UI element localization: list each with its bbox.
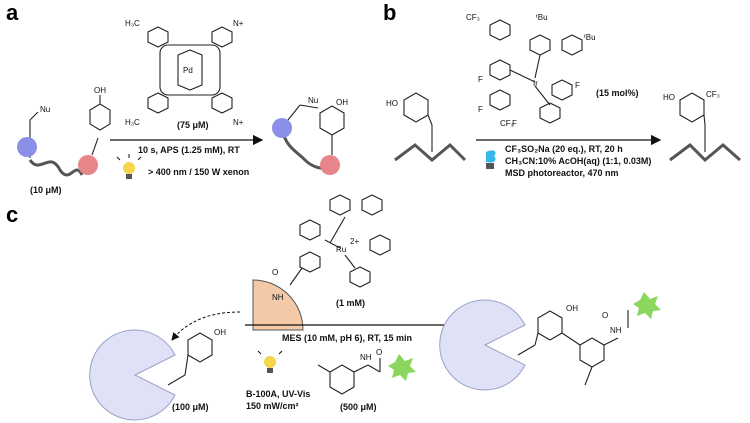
panel-label-c: c	[6, 202, 18, 227]
ru-charge-label: 2+	[350, 237, 359, 246]
o-label-product: O	[602, 311, 608, 320]
ru-atom-label: Ru	[336, 245, 346, 254]
nu-label-a-product: Nu	[308, 96, 318, 105]
ir-photocatalyst: Ir CF₃ ᵗBu ᵗBu F F F F CF₃	[466, 13, 596, 128]
o-label-reagent: O	[376, 348, 382, 357]
pd-atom-label: Pd	[183, 66, 193, 75]
light-source-line2: 150 mW/cm²	[246, 401, 299, 411]
oh-label-c: OH	[214, 328, 226, 337]
macrocycle-product-a: Nu OH	[272, 96, 348, 175]
panel-label-b: b	[383, 0, 396, 25]
conditions-c: MES (10 mM, pH 6), RT, 15 min	[282, 333, 412, 343]
ru-photocatalyst-conjugate: Ru 2+ NH O	[252, 194, 391, 331]
catalyst-amount-c: (1 mM)	[336, 298, 365, 308]
tbu-label-1: ᵗBu	[536, 13, 548, 22]
methyl-label-tl: H₃C	[125, 19, 140, 28]
red-bead	[78, 155, 98, 175]
oh-label-c-product: OH	[566, 304, 578, 313]
ir-atom-label: Ir	[533, 79, 538, 88]
nh-label-product: NH	[610, 326, 622, 335]
fluorine-label-2: F	[478, 105, 483, 114]
fluorine-label-1: F	[478, 75, 483, 84]
fluorine-label-4: F	[575, 81, 580, 90]
o-label-catalyst: O	[272, 268, 278, 277]
peptide-substrate-a: Nu OH	[17, 86, 111, 177]
reagent-amount: (500 μM)	[340, 402, 377, 412]
labeled-protein-product: OH NH O	[439, 292, 661, 391]
peptide-substrate-b: HO	[386, 92, 467, 162]
ho-label-b: HO	[386, 99, 398, 108]
nh-label-catalyst: NH	[272, 293, 284, 302]
catalyst-amount-a: (75 μM)	[177, 120, 209, 130]
peptide-product-b: HO CF₃	[663, 90, 741, 163]
blue-bead	[17, 137, 37, 157]
nh-label-reagent: NH	[360, 353, 372, 362]
fluorine-label-3: F	[512, 119, 517, 128]
oh-label-a: OH	[94, 86, 106, 95]
blue-lamp-icon	[486, 150, 496, 169]
methyl-label-bl: H₃C	[125, 118, 140, 127]
conditions-a-line2: > 400 nm / 150 W xenon	[148, 167, 249, 177]
cf3-label-product: CF₃	[706, 90, 720, 99]
protein-pacman-left: OH	[89, 328, 226, 421]
oh-label-a-product: OH	[336, 98, 348, 107]
binding-dashed-arrow	[171, 311, 241, 341]
cf3-label-bottom: CF₃	[500, 119, 514, 128]
cf3-label-top: CF₃	[466, 13, 480, 22]
substrate-amount-a: (10 μM)	[30, 185, 62, 195]
conditions-b-line2: CH₃CN:10% AcOH(aq) (1:1, 0.03M)	[505, 156, 651, 166]
ho-label-b-product: HO	[663, 93, 675, 102]
conditions-a-line1: 10 s, APS (1.25 mM), RT	[138, 145, 240, 155]
conditions-b-line1: CF₃SO₂Na (20 eq.), RT, 20 h	[505, 144, 623, 154]
light-bulb-icon	[116, 154, 142, 179]
conditions-b-line3: MSD photoreactor, 470 nm	[505, 168, 619, 178]
n-plus-label-br: N+	[233, 118, 244, 127]
pd-porphyrin-catalyst: Pd H₃C N+ H₃C N+	[125, 19, 244, 127]
panel-label-a: a	[6, 0, 19, 25]
tbu-label-2: ᵗBu	[584, 33, 596, 42]
protein-amount: (100 μM)	[172, 402, 209, 412]
nu-label-a: Nu	[40, 105, 50, 114]
catalyst-amount-b: (15 mol%)	[596, 88, 639, 98]
light-bulb-icon-c	[257, 350, 283, 373]
n-plus-label-tr: N+	[233, 19, 244, 28]
light-source-line1: B-100A, UV-Vis	[246, 389, 310, 399]
aniline-probe-reagent: NH O	[317, 348, 416, 395]
